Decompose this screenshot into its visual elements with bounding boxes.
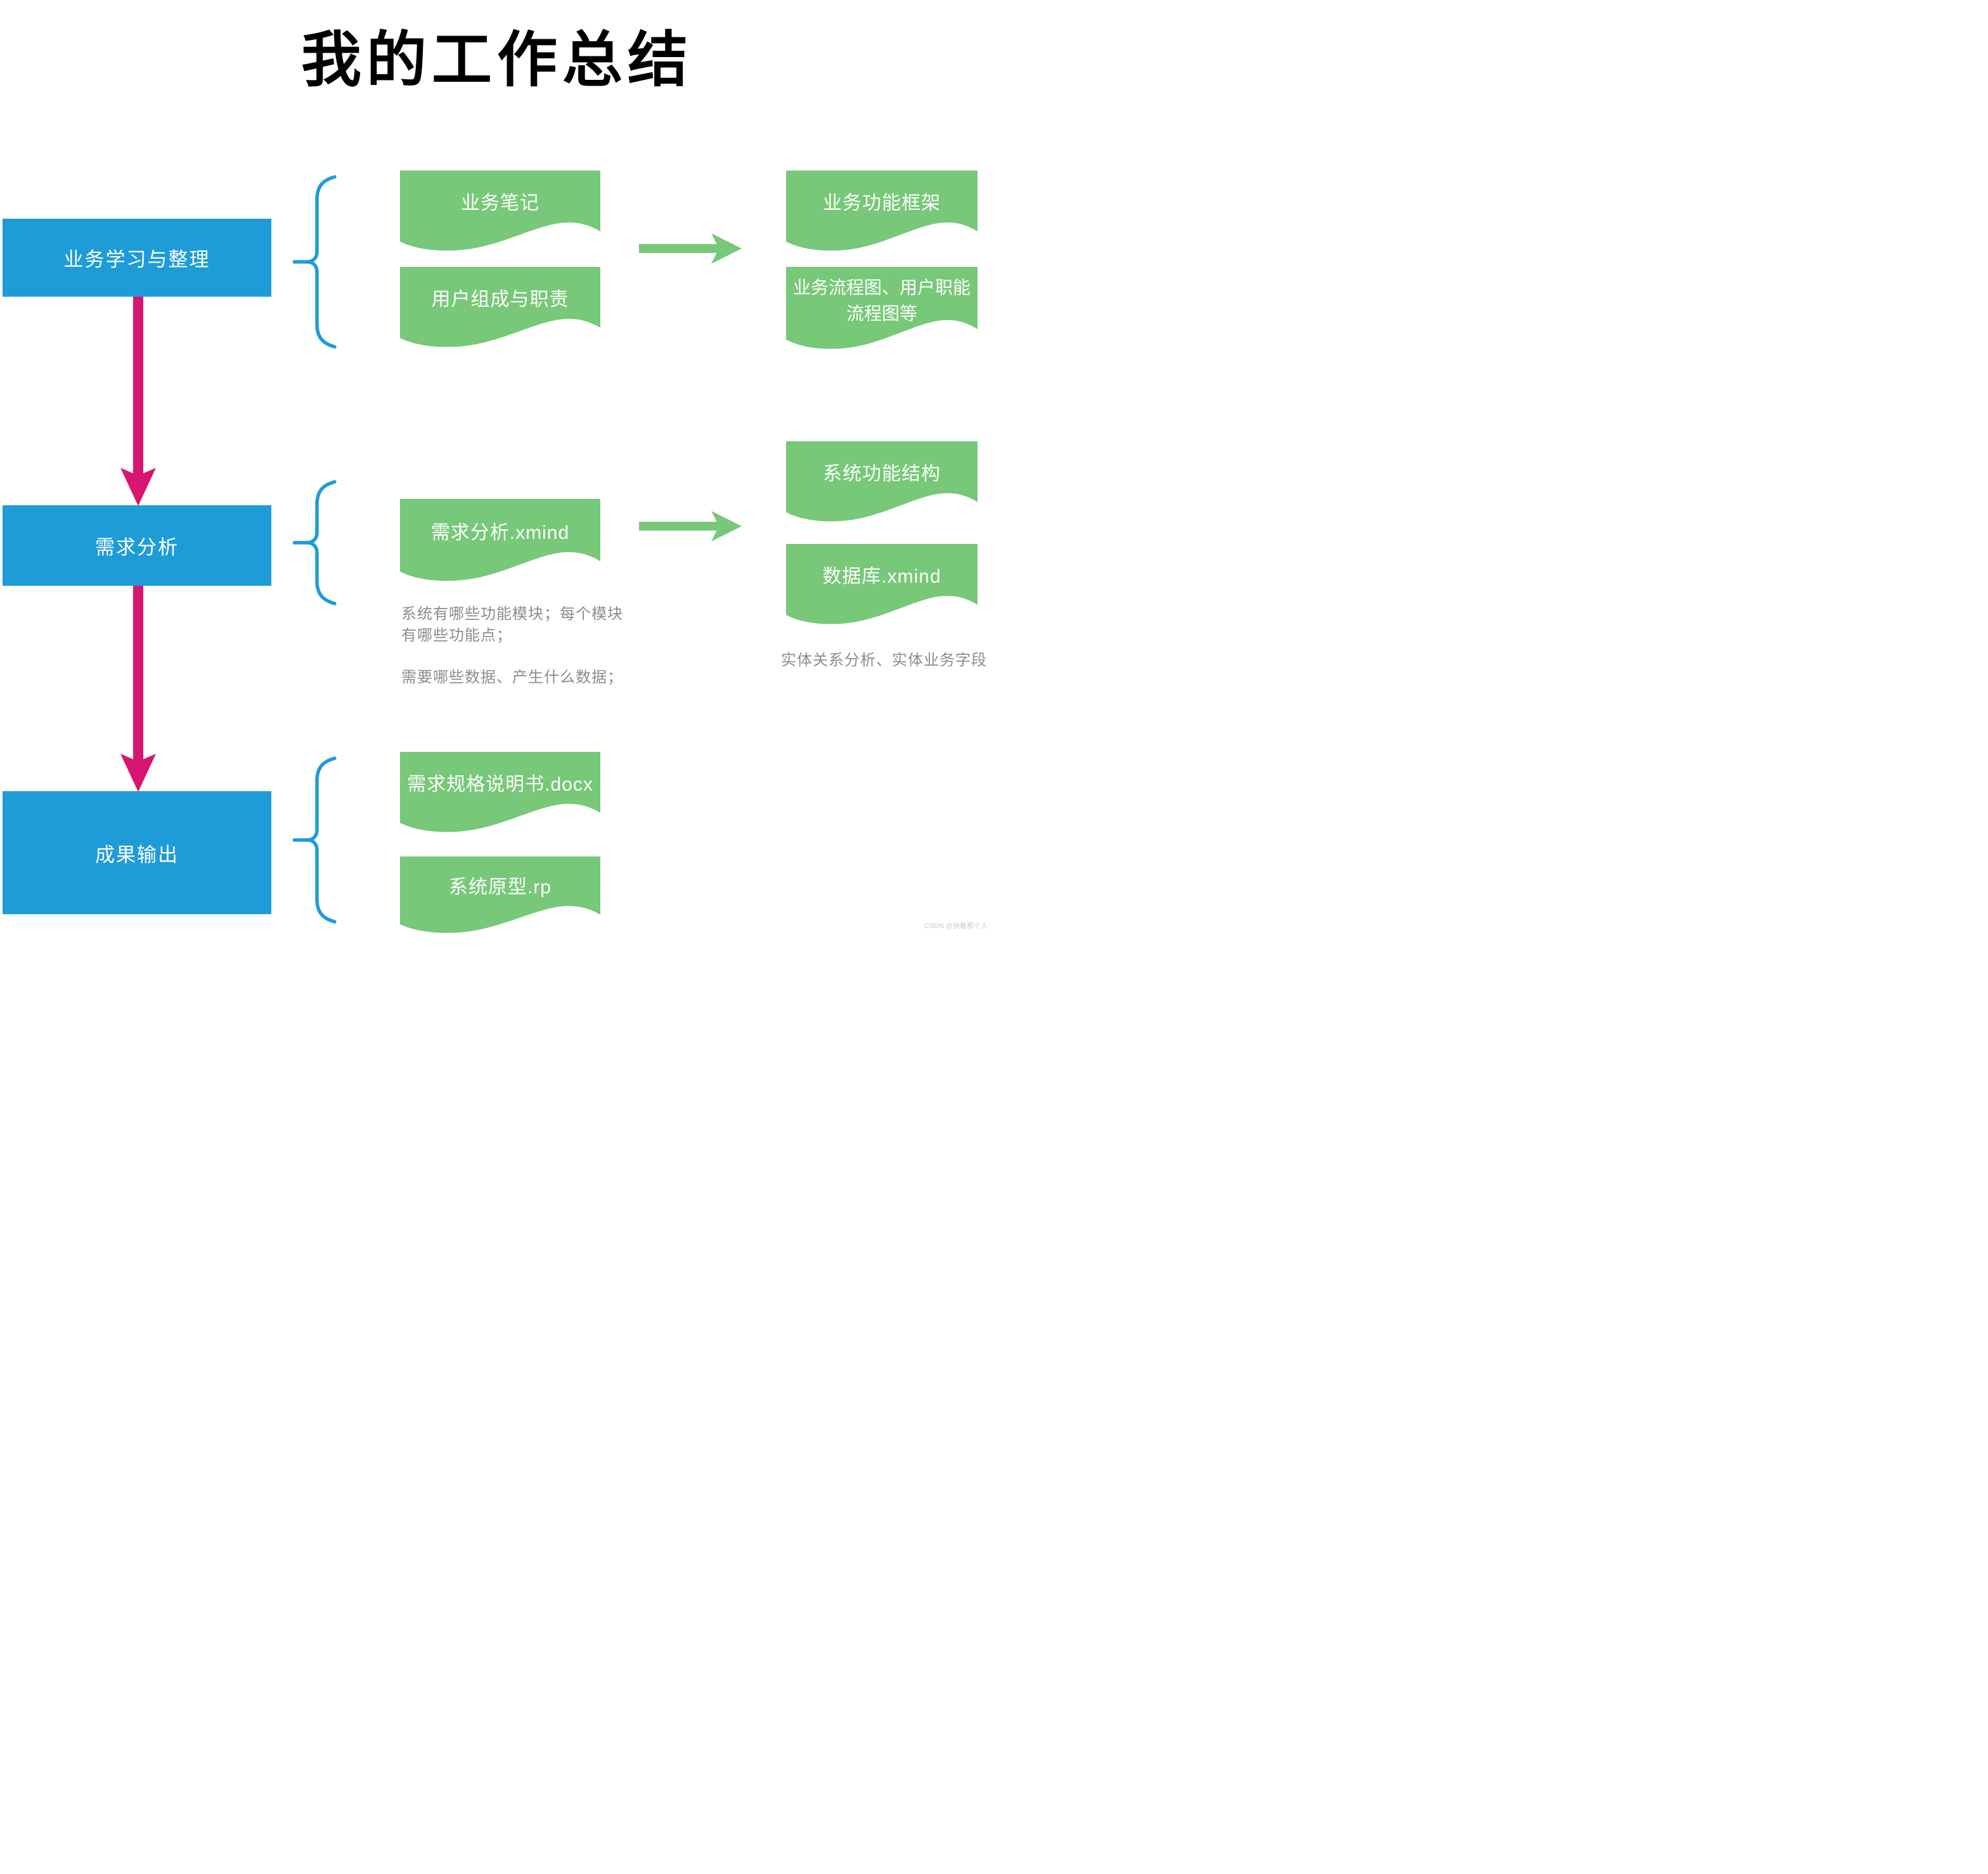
document-label: 业务流程图、用户职能流程图等 [792, 277, 971, 323]
curly-brace-icon [293, 756, 337, 924]
document-shape: 需求规格说明书.docx [400, 752, 600, 834]
document-shape-background [400, 171, 600, 251]
stage-label: 业务学习与整理 [63, 249, 210, 271]
stage-box-requirement-analysis: 需求分析 [3, 505, 271, 586]
right-arrow-icon [639, 511, 742, 541]
document-shape: 数据库.xmind [786, 544, 978, 626]
down-arrow-icon [120, 297, 156, 506]
note-function-modules: 系统有哪些功能模块；每个模块 有哪些功能点； [401, 604, 655, 647]
document-shape: 业务功能框架 [786, 171, 978, 253]
document-label: 系统原型.rp [448, 877, 552, 898]
document-shape: 业务笔记 [400, 171, 600, 253]
document-shape-background [786, 171, 978, 251]
csdn-watermark: CSDN @快看那个人 [924, 922, 988, 930]
note-line: 需要哪些数据、产生什么数据； [401, 669, 623, 686]
document-shape: 业务流程图、用户职能流程图等 [786, 267, 978, 351]
stage-label: 需求分析 [95, 536, 179, 559]
curly-brace-icon [293, 175, 337, 349]
note-line: 有哪些功能点； [401, 627, 512, 644]
document-label: 需求规格说明书.docx [407, 774, 593, 796]
document-shape: 需求分析.xmind [400, 499, 600, 583]
diagram-title: 我的工作总结 [300, 27, 693, 94]
document-shape: 系统功能结构 [786, 441, 978, 524]
document-shape-background [400, 856, 600, 933]
note-data-needs: 需要哪些数据、产生什么数据； [401, 667, 668, 688]
note-line: 系统有哪些功能模块；每个模块 [401, 605, 623, 623]
document-label: 业务笔记 [461, 193, 539, 214]
stage-box-output: 成果输出 [3, 791, 271, 914]
note-line: 实体关系分析、实体业务字段 [781, 652, 987, 669]
document-shape-background [786, 544, 978, 624]
document-label: 数据库.xmind [822, 566, 941, 588]
document-shape-background [400, 499, 600, 581]
document-shape-background [400, 267, 600, 347]
document-label: 需求分析.xmind [430, 522, 570, 543]
document-label: 用户组成与职责 [431, 289, 569, 311]
document-shape-background [786, 441, 978, 522]
stage-box-business-learning: 业务学习与整理 [3, 219, 271, 297]
work-summary-diagram: 我的工作总结 业务学习与整理 需求分析 成果输出 业务笔记 [0, 0, 994, 937]
document-label: 系统功能结构 [823, 463, 941, 485]
document-shape-background [400, 752, 600, 832]
document-shape: 用户组成与职责 [400, 267, 600, 349]
stage-label: 成果输出 [95, 843, 179, 866]
note-entity-analysis: 实体关系分析、实体业务字段 [781, 650, 994, 671]
right-arrow-icon [639, 233, 742, 264]
document-label: 业务功能框架 [823, 193, 941, 214]
down-arrow-icon [120, 586, 156, 792]
document-shape: 系统原型.rp [400, 856, 600, 935]
curly-brace-icon [293, 480, 337, 605]
document-shape-background [786, 267, 978, 349]
